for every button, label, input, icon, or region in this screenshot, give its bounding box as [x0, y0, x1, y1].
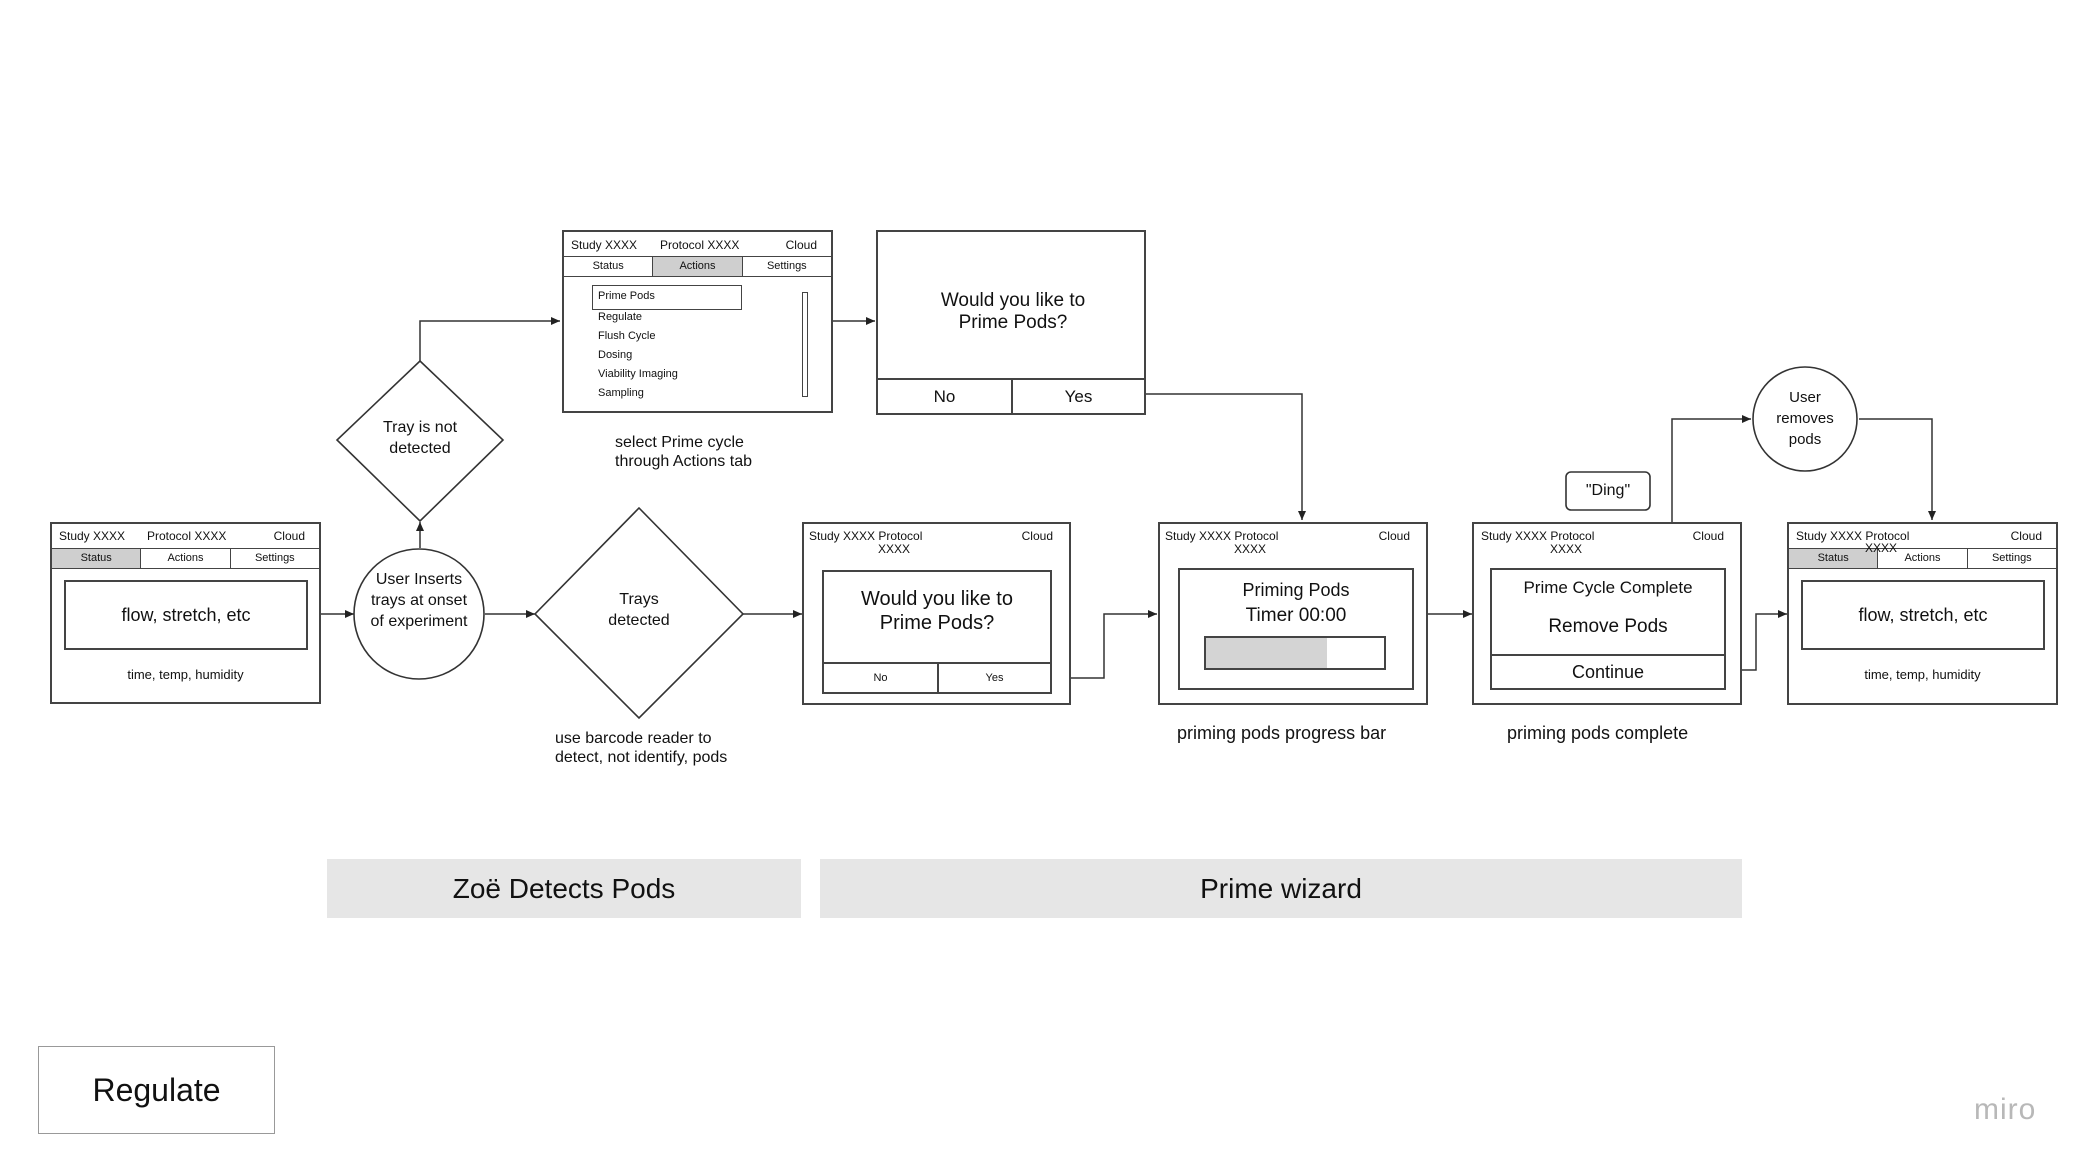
no-label: No [933, 386, 956, 406]
ding-box [1565, 471, 1651, 511]
protocol-label: Protocol XXXX [660, 238, 740, 252]
protocol-label: Protocol XXXX [147, 529, 227, 543]
cloud-label: Cloud [2010, 529, 2042, 543]
no-button[interactable]: No [876, 378, 1013, 415]
status-box-text: flow, stretch, etc [1858, 604, 1988, 625]
status-box: flow, stretch, etc [1801, 580, 2045, 650]
band-detect-label: Zoë Detects Pods [452, 872, 676, 904]
yes-button[interactable]: Yes [1011, 378, 1146, 415]
priming-progress-fill [1206, 638, 1328, 668]
tab-actions[interactable]: Actions [141, 549, 231, 568]
study-label: Study XXXX Protocol [1481, 529, 1595, 543]
tab-settings[interactable]: Settings [1967, 549, 2056, 568]
actions-caption: select Prime cycle through Actions tab [615, 434, 752, 470]
tab-status[interactable]: Status [52, 549, 142, 568]
cloud-label: Cloud [1378, 529, 1410, 543]
priming-timer: Timer 00:00 [1245, 605, 1347, 626]
tab-status[interactable]: Status [564, 257, 654, 276]
tab-settings[interactable]: Settings [742, 257, 831, 276]
band-zoe-detects-pods: Zoë Detects Pods [327, 859, 801, 918]
prime-dialog-question: Would you like to Prime Pods? [940, 290, 1086, 333]
menu-item-viability-imaging[interactable]: Viability Imaging [598, 368, 678, 380]
tray-not-detected-diamond [335, 359, 505, 523]
band-prime-label: Prime wizard [1200, 872, 1362, 904]
yes-label: Yes [1064, 386, 1093, 406]
cloud-label: Cloud [273, 529, 305, 543]
tab-bar: Status Actions Settings [52, 548, 319, 569]
complete-screen: Study XXXX Protocol XXXX Cloud Prime Cyc… [1472, 522, 1742, 705]
band-prime-wizard: Prime wizard [820, 859, 1742, 918]
study-label-2: XXXX [1865, 541, 1898, 555]
status-footer: time, temp, humidity [1864, 667, 1981, 682]
trays-detected-text: Trays detected [608, 591, 670, 629]
study-label: Study XXXX [59, 529, 126, 543]
tab-actions[interactable]: Actions [653, 257, 743, 276]
menu-item-dosing[interactable]: Dosing [598, 349, 633, 361]
regulate-frame-label[interactable]: Regulate [38, 1046, 275, 1134]
complete-caption: priming pods complete [1507, 723, 1689, 743]
actions-screen: Study XXXX Protocol XXXX Cloud Status Ac… [562, 230, 833, 413]
menu-item-sampling[interactable]: Sampling [598, 387, 644, 399]
status-box-text: flow, stretch, etc [121, 604, 251, 625]
no-button[interactable]: No [822, 662, 939, 694]
prime-screen-question: Would you like to Prime Pods? [861, 588, 1013, 634]
menu-item-prime-pods[interactable]: Prime Pods [592, 285, 742, 310]
status-footer: time, temp, humidity [127, 667, 244, 682]
menu-item-label: Prime Pods [598, 290, 655, 302]
prime-dialog: Would you like to Prime Pods? No Yes [876, 230, 1146, 415]
study-label-2: XXXX [1550, 542, 1583, 556]
ding-text: "Ding" [1585, 482, 1631, 499]
priming-panel: Priming Pods Timer 00:00 [1178, 568, 1414, 690]
barcode-note: use barcode reader to detect, not identi… [555, 730, 728, 766]
study-label: Study XXXX Protocol [1796, 529, 1910, 543]
complete-panel: Prime Cycle Complete Remove Pods Continu… [1490, 568, 1726, 690]
user-inserts-text: User Inserts trays at onset of experimen… [370, 571, 468, 630]
prime-screen: Study XXXX Protocol XXXX Cloud Would you… [802, 522, 1071, 705]
study-label: Study XXXX Protocol [809, 529, 923, 543]
cloud-label: Cloud [1021, 529, 1053, 543]
prime-screen-dialog: Would you like to Prime Pods? No Yes [822, 570, 1052, 694]
continue-label: Continue [1571, 661, 1645, 682]
study-label-2: XXXX [878, 542, 911, 556]
menu-item-flush-cycle[interactable]: Flush Cycle [598, 330, 656, 342]
status-box: flow, stretch, etc [64, 580, 308, 650]
tab-bar: Status Actions Settings [564, 256, 831, 277]
priming-progress-bar [1204, 636, 1386, 670]
yes-label: Yes [985, 672, 1004, 684]
menu-item-regulate[interactable]: Regulate [598, 311, 643, 323]
menu-scrollbar[interactable] [802, 292, 808, 397]
complete-title: Prime Cycle Complete [1523, 578, 1693, 597]
continue-button[interactable]: Continue [1490, 654, 1726, 690]
yes-button[interactable]: Yes [937, 662, 1052, 694]
priming-title: Priming Pods [1242, 580, 1350, 600]
priming-caption: priming pods progress bar [1177, 723, 1387, 743]
study-label-2: XXXX [1234, 542, 1267, 556]
remove-pods-text: Remove Pods [1548, 616, 1668, 637]
priming-screen: Study XXXX Protocol XXXX Cloud Priming P… [1158, 522, 1428, 705]
tab-settings[interactable]: Settings [230, 549, 319, 568]
no-label: No [873, 672, 888, 684]
study-label: Study XXXX Protocol [1165, 529, 1279, 543]
tab-status[interactable]: Status [1789, 549, 1879, 568]
trays-detected-diamond [533, 506, 745, 720]
user-removes-text: User removes pods [1776, 389, 1834, 448]
miro-logo: miro [1974, 1093, 2037, 1126]
status-screen-right: Study XXXX Protocol Cloud Status Actions… [1787, 522, 2058, 705]
status-screen-left: Study XXXX Protocol XXXX Cloud Status Ac… [50, 522, 321, 704]
user-inserts-circle [353, 548, 485, 680]
tray-not-detected-text: Tray is not detected [382, 419, 458, 457]
user-removes-circle [1752, 366, 1858, 472]
cloud-label: Cloud [1692, 529, 1724, 543]
tab-bar: Status Actions Settings [1789, 548, 2056, 569]
cloud-label: Cloud [785, 238, 817, 252]
regulate-label: Regulate [92, 1071, 221, 1108]
tab-actions[interactable]: Actions [1878, 549, 1968, 568]
study-label: Study XXXX [571, 238, 638, 252]
